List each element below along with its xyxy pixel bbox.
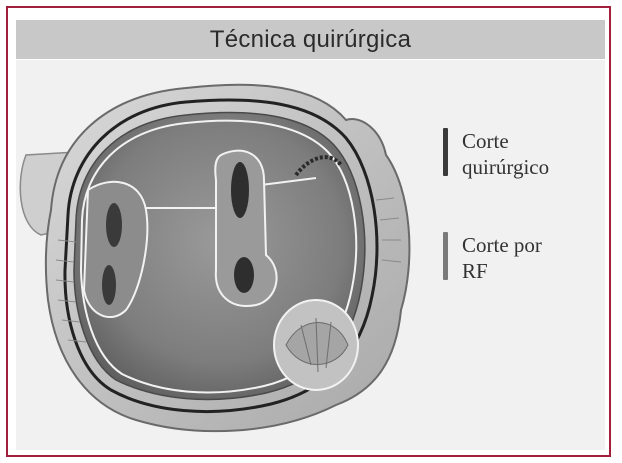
legend-item-surgical: Corte quirúrgico [443, 128, 549, 180]
legend-item-rf: Corte por RF [443, 232, 542, 284]
left-ostium-lower [102, 265, 116, 305]
right-ostium-upper [231, 162, 249, 218]
right-ostium-lower [234, 257, 254, 293]
left-ostium-upper [106, 203, 122, 247]
legend-swatch-rf [443, 232, 448, 280]
title-bar: Técnica quirúrgica [16, 20, 605, 59]
legend-swatch-surgical [443, 128, 448, 176]
legend-label-rf: Corte por RF [462, 232, 542, 284]
figure-title: Técnica quirúrgica [210, 26, 412, 54]
legend-label-surgical: Corte quirúrgico [462, 128, 549, 180]
